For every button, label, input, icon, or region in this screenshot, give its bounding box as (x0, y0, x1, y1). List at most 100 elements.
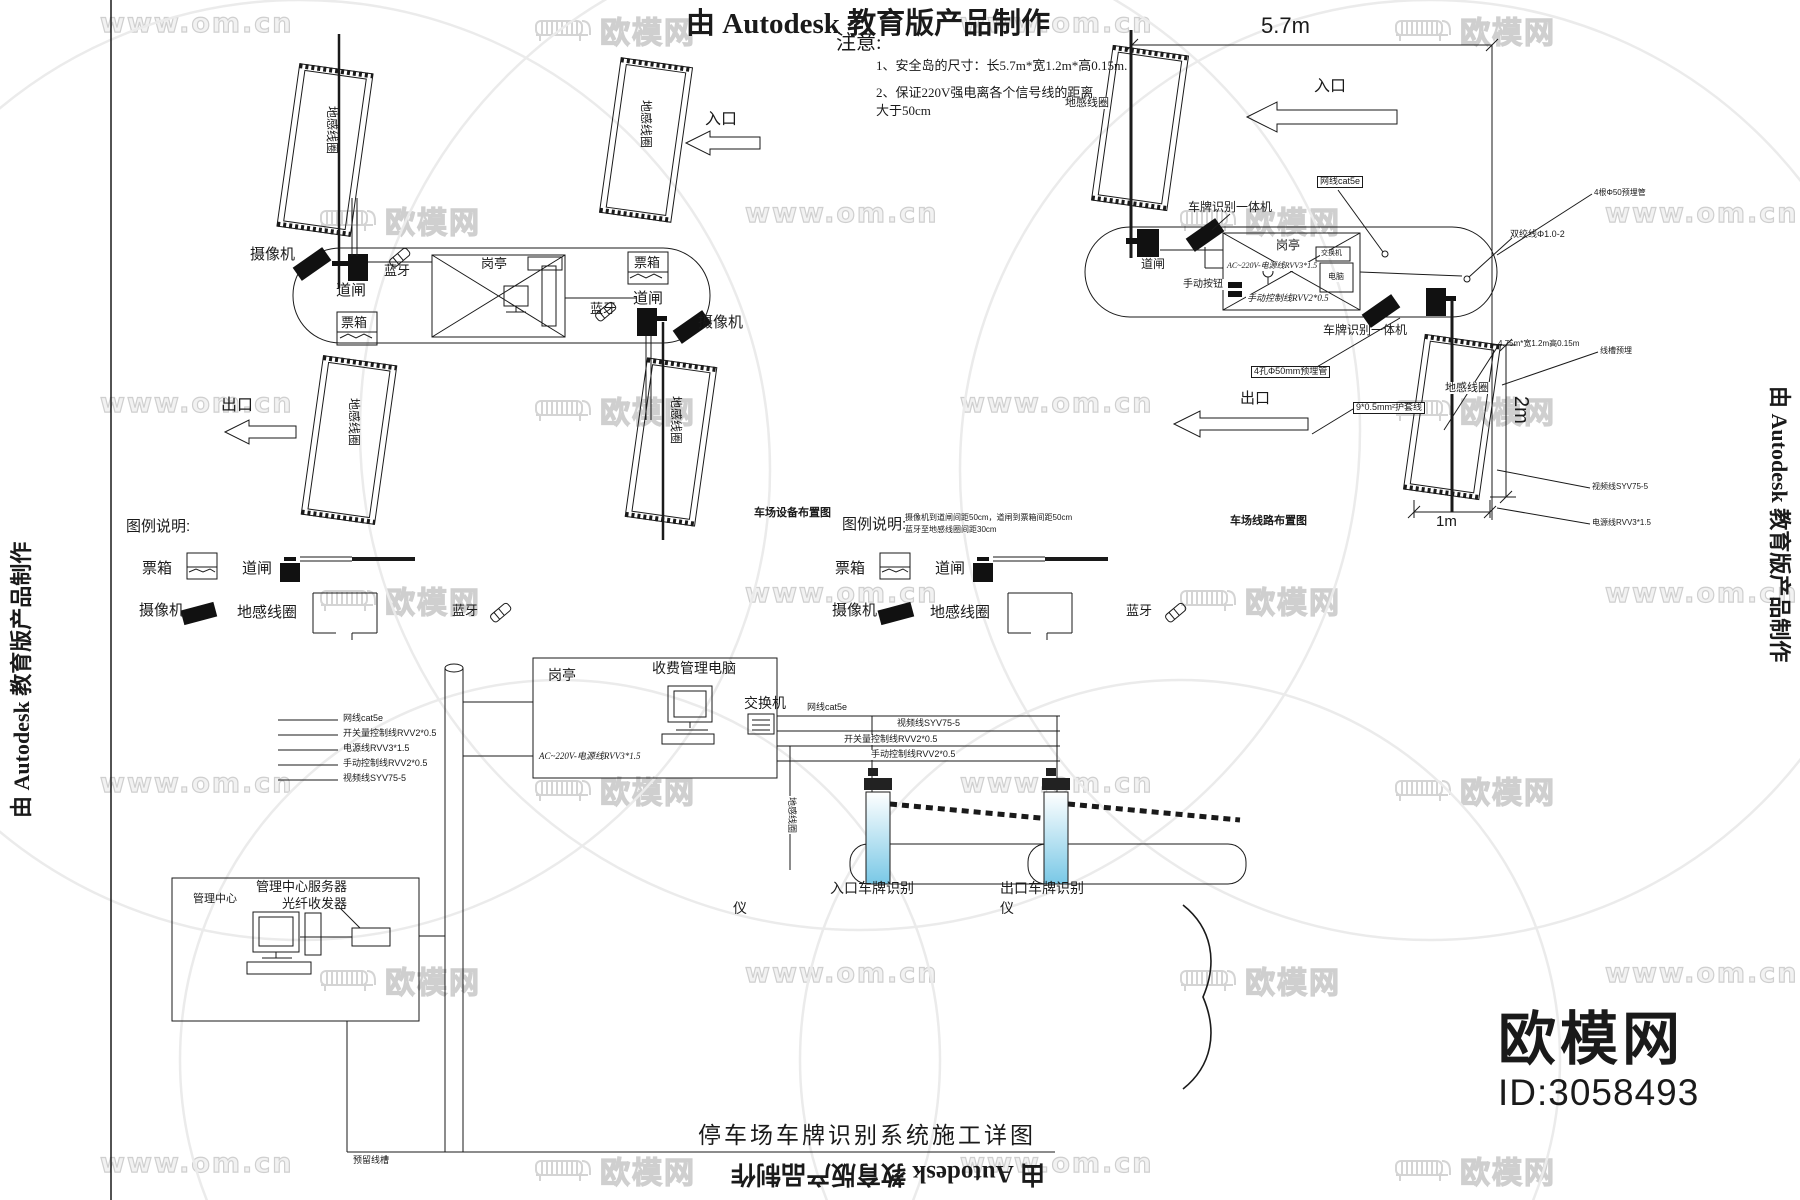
twisted-pair-label: 双绞线Φ1.0-2 (1510, 229, 1565, 239)
cable-legend-item: 开关量控制线RVV2*0.5 (343, 728, 437, 738)
autodesk-banner-bottom: 由 Autodesk 教育版产品制作 (731, 1160, 1045, 1187)
guard-booth-label: 岗亭 (548, 667, 576, 683)
trunking-label: 预留线槽 (352, 1155, 391, 1166)
watermark-logo-icon: 欧模网 (315, 958, 481, 1002)
exit-arrow (1172, 410, 1309, 438)
ground-coil-label: 地感线圈 (786, 796, 797, 835)
bluetooth-label: 蓝牙 (384, 263, 411, 278)
legend-heading: 图例说明: (842, 516, 907, 533)
barrier-gate-symbol (280, 556, 415, 582)
dim-5-7m: 5.7m (1261, 13, 1310, 38)
watermark-url: www.om.cn (959, 1147, 1154, 1179)
ground-coil-symbol (312, 592, 378, 640)
watermark-url: www.om.cn (959, 7, 1154, 39)
manual-control-cable-label: 手动控制线RVV2*0.5 (1246, 293, 1330, 304)
watermark-url: www.om.cn (1604, 197, 1799, 229)
trunking-label: 线槽预埋 (1600, 346, 1632, 355)
sofa-icon (535, 780, 591, 801)
barrier-gate (332, 254, 368, 281)
entrance-lpr-label-2: 仪 (733, 900, 747, 916)
watermark-logo-icon: 欧模网 (1390, 8, 1556, 52)
watermark-logo-icon: 欧模网 (1390, 768, 1556, 812)
video-cable-label: 视频线SYV75-5 (896, 718, 962, 729)
sofa-icon (320, 970, 376, 991)
entrance-arrow (684, 130, 761, 156)
ground-coil (598, 57, 694, 223)
guard-booth (1222, 232, 1361, 311)
watermark-url: www.om.cn (99, 1147, 294, 1179)
bluetooth-icon (595, 301, 617, 322)
site-logo-text: 欧模网 (1498, 1007, 1685, 1072)
ground-coil-label: 地感线圈 (347, 398, 361, 447)
item-id: ID:3058493 (1498, 1071, 1700, 1113)
autodesk-banner-right: 由 Autodesk 教育版产品制作 (1767, 386, 1792, 663)
drawing-title: 停车场车牌识别系统施工详图 (698, 1123, 1036, 1148)
sofa-icon (535, 400, 591, 421)
watermark-logo-icon: 欧模网 (1175, 958, 1341, 1002)
leader (1496, 507, 1591, 525)
fee-computer-label: 收费管理电脑 (652, 660, 736, 676)
cable-legend-lines (278, 719, 338, 781)
barrier-arm (1067, 801, 1241, 823)
fee-computer-icon (661, 685, 715, 745)
street-pole (444, 663, 464, 1152)
note-line-3: 大于50cm (876, 103, 931, 118)
legend-bluetooth: 蓝牙 (452, 603, 479, 618)
system-diagram (171, 657, 1247, 1153)
ticket-box-symbol (879, 552, 911, 580)
exit-lpr-label: 出口车牌识别 (1000, 880, 1084, 896)
fee-booth (532, 657, 778, 779)
dimension-1m (1407, 500, 1497, 519)
dimension-2m (1490, 338, 1516, 504)
legend-ground-coil: 地感线圈 (930, 604, 991, 621)
leader (1311, 408, 1354, 435)
switch-label: 交换机 (744, 695, 786, 711)
autodesk-banner-top: 由 Autodesk 教育版产品制作 (686, 8, 1051, 40)
leader (1496, 193, 1593, 256)
site-brand: 欧模网 ID:3058493 (1498, 1008, 1699, 1114)
legend-ticket-box: 票箱 (835, 560, 866, 577)
sheath-wire-label: 9*0.5mm²护套线 (1353, 402, 1426, 414)
manual-control-cable-label: 手动控制线RVV2*0.5 (870, 749, 957, 760)
safety-island (292, 247, 711, 344)
ground-coil (1090, 44, 1190, 212)
pc-label: 电脑 (1327, 272, 1345, 282)
watermark-url: www.om.cn (99, 387, 294, 419)
ticket-box-symbol (186, 552, 218, 580)
dim-2m: 2m (1510, 396, 1532, 424)
ground-coil-label: 地感线圈 (669, 396, 683, 445)
sofa-icon (535, 1160, 591, 1181)
entrance-lpr-unit (849, 768, 1069, 885)
guard-booth-label: 岗亭 (481, 256, 508, 271)
ticket-box (336, 311, 378, 346)
guard-booth-label: 岗亭 (1275, 238, 1302, 253)
legend-camera: 摄像机 (832, 602, 878, 619)
barrier-gate-label: 道闸 (633, 290, 664, 307)
curly-brace (1182, 904, 1212, 1090)
legend-note: 蓝牙至地感线圈间距30cm (905, 525, 997, 534)
manual-button-label: 手动按钮 (1182, 279, 1224, 290)
island-size-label: 4.75m*宽1.2m高0.15m (1498, 339, 1580, 348)
sofa-icon (1180, 210, 1236, 231)
barrier-gate-symbol (973, 556, 1108, 582)
barrier-gate-label: 道闸 (336, 282, 367, 299)
cable-legend-item: 视频线SYV75-5 (343, 773, 407, 783)
bluetooth-symbol (490, 602, 512, 623)
watermark-url: www.om.cn (1604, 957, 1799, 989)
barrier-gate (637, 308, 667, 336)
entrance-lpr-label: 入口车牌识别 (830, 880, 914, 896)
watermark-logo-icon: 欧模网 (1175, 198, 1341, 242)
ground-coil-symbol (1007, 592, 1073, 640)
watermark-url: www.om.cn (959, 387, 1154, 419)
legend-ground-coil: 地感线圈 (237, 604, 298, 621)
exit-lpr-label-2: 仪 (1000, 900, 1014, 916)
legend-barrier-gate: 道闸 (935, 560, 966, 577)
exit-arrow (223, 419, 297, 445)
cable-legend-item: 手动控制线RVV2*0.5 (343, 758, 428, 768)
ground-coil-label: 地感线圈 (1444, 382, 1490, 395)
note-line-2: 2、保证220V强电离各个信号线的距离 (876, 85, 1094, 100)
